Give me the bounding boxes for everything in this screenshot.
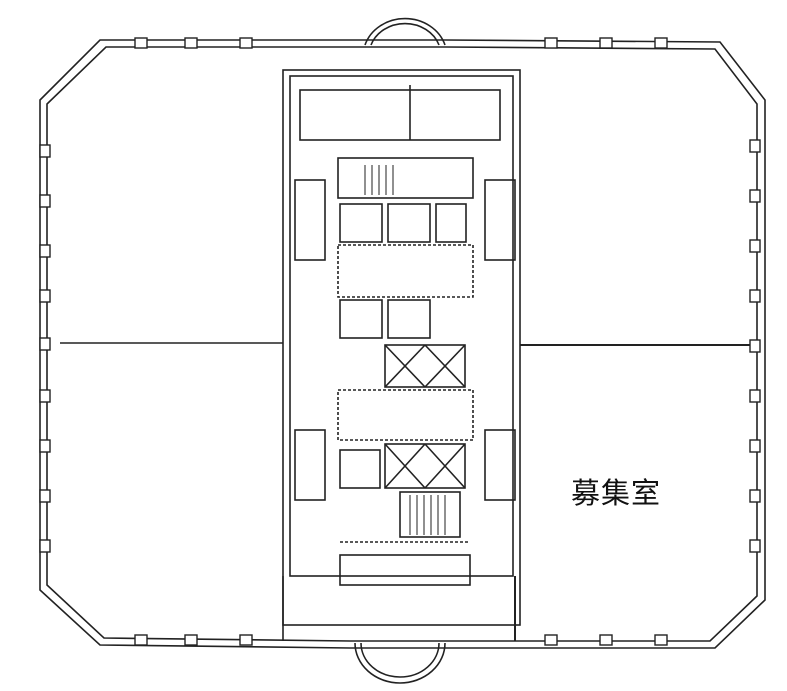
top-bay [364,17,446,46]
vacant-room-label: 募集室 [571,476,662,510]
inner-wall [46,46,758,642]
columns [39,37,761,646]
bottom-bay [354,642,446,684]
core [282,69,521,626]
outer-wall [39,39,766,649]
